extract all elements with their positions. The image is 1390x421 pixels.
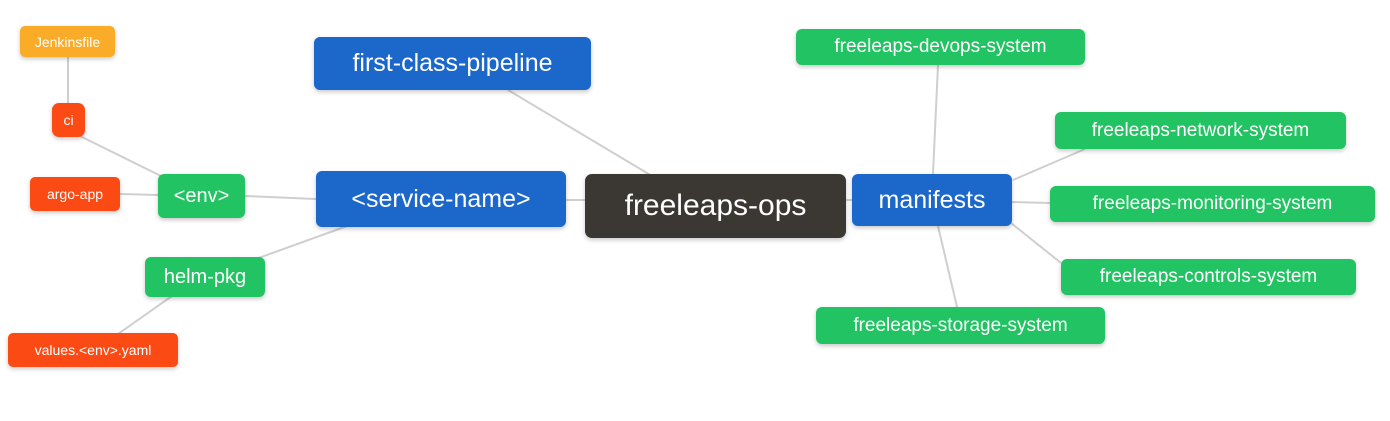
- node-argo-app[interactable]: argo-app: [30, 177, 120, 211]
- node-values-env-yaml[interactable]: values.<env>.yaml: [8, 333, 178, 367]
- edge-manifests-controls: [1010, 222, 1062, 264]
- node-manifests[interactable]: manifests: [852, 174, 1012, 226]
- node-ci[interactable]: ci: [52, 103, 85, 137]
- edge-service-name-env: [244, 195, 317, 200]
- node-freeleaps-network-system[interactable]: freeleaps-network-system: [1055, 112, 1346, 149]
- edge-manifests-network: [1012, 148, 1086, 181]
- node-helm-pkg[interactable]: helm-pkg: [145, 257, 265, 297]
- edge-manifests-monitoring: [1011, 201, 1051, 204]
- node-freeleaps-devops-system[interactable]: freeleaps-devops-system: [796, 29, 1085, 65]
- node-freeleaps-monitoring-system[interactable]: freeleaps-monitoring-system: [1050, 186, 1375, 222]
- edge-root-first-class-pipeline: [507, 89, 653, 177]
- node-freeleaps-controls-system[interactable]: freeleaps-controls-system: [1061, 259, 1356, 295]
- edge-helm-pkg-values: [117, 295, 173, 335]
- edge-env-ci: [79, 135, 164, 178]
- node-freeleaps-ops-root[interactable]: freeleaps-ops: [585, 174, 846, 238]
- edge-manifests-devops: [932, 64, 939, 175]
- node-first-class-pipeline[interactable]: first-class-pipeline: [314, 37, 591, 90]
- node-service-name[interactable]: <service-name>: [316, 171, 566, 227]
- edge-env-argo-app: [119, 193, 159, 196]
- edge-service-name-helm-pkg: [252, 224, 351, 261]
- edge-manifests-storage: [937, 225, 958, 308]
- node-jenkinsfile[interactable]: Jenkinsfile: [20, 26, 115, 57]
- node-freeleaps-storage-system[interactable]: freeleaps-storage-system: [816, 307, 1105, 344]
- node-env[interactable]: <env>: [158, 174, 245, 218]
